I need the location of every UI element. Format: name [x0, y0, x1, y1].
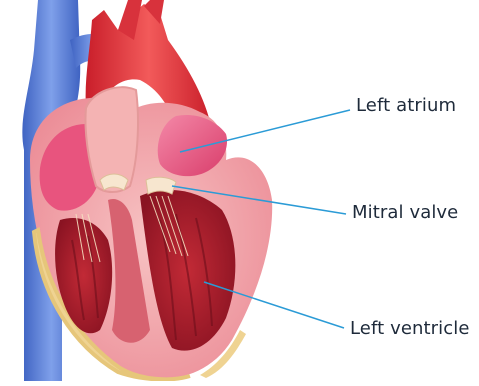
mitral-valve — [146, 177, 176, 194]
mitral-valve-label: Mitral valve — [352, 202, 458, 223]
left-atrium-label: Left atrium — [356, 95, 456, 116]
left-ventricle-label: Left ventricle — [350, 318, 470, 339]
aortic-valve — [100, 174, 128, 190]
